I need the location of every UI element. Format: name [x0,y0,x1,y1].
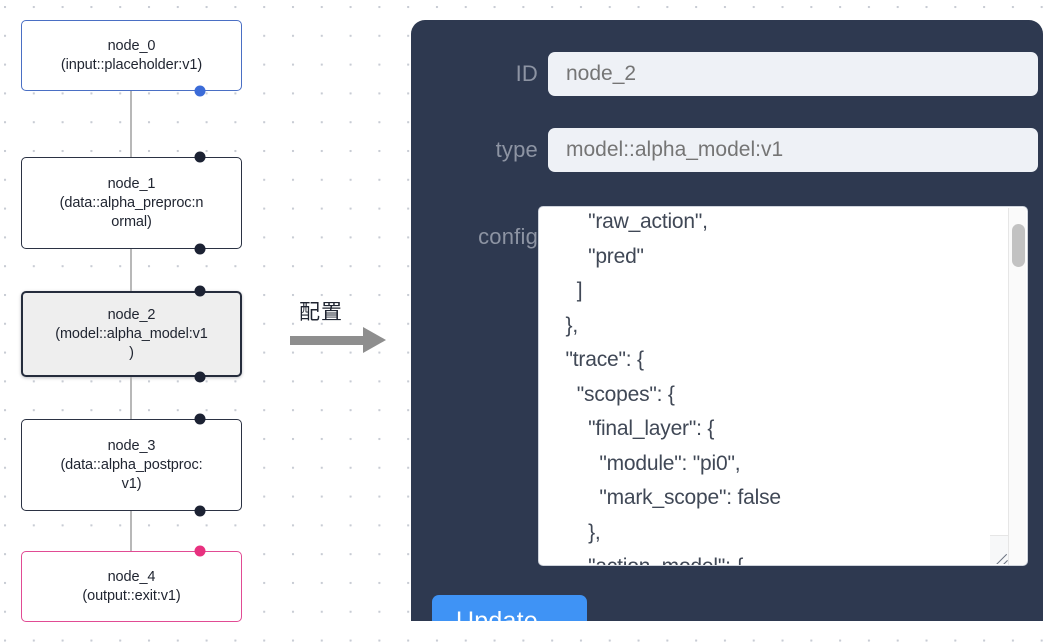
flow-node-subtitle-cont: v1) [121,475,142,492]
arrow-caption-label: 配置 [299,300,343,324]
config-textarea-content: "raw_action", "pred" ] }, "trace": { "sc… [565,210,782,565]
node-inspector-panel-clip: ID type config "raw_action", "pred" ] },… [411,20,1043,621]
flow-node-subtitle: (model::alpha_model:v1 [55,325,208,342]
flow-node-subtitle: (input::placeholder:v1) [60,56,203,73]
node-inspector-panel: ID type config "raw_action", "pred" ] },… [411,20,1043,621]
id-input[interactable] [548,52,1038,96]
flow-node-subtitle: (data::alpha_preproc:n [59,194,204,211]
type-field-label: type [495,137,538,162]
edge-node3-node4 [130,511,132,551]
config-arrow-annotation: 配置 [285,296,395,358]
flow-node-node_4[interactable]: node_4 (output::exit:v1) [21,551,242,622]
edge-node0-node1 [130,91,132,157]
flow-node-node_1[interactable]: node_1 (data::alpha_preproc:n ormal) [21,157,242,249]
flow-node-title: node_2 [107,306,156,323]
node-handle-target-node_1[interactable] [194,151,206,163]
field-row-config: config "raw_action", "pred" ] }, "trace"… [415,206,1028,566]
flow-node-node_3[interactable]: node_3 (data::alpha_postproc: v1) [21,419,242,511]
node-handle-target-node_2[interactable] [194,285,206,297]
edge-node1-node2 [130,249,132,291]
config-field-label: config [478,224,538,249]
edge-node2-node3 [130,377,132,419]
node-handle-target-node_3[interactable] [194,413,206,425]
config-editor-wrap: "raw_action", "pred" ] }, "trace": { "sc… [538,206,1028,566]
flow-node-subtitle-cont: ormal) [111,213,152,230]
flow-node-subtitle: (data::alpha_postproc: [60,456,203,473]
config-textarea[interactable]: "raw_action", "pred" ] }, "trace": { "sc… [538,206,1028,566]
type-input[interactable] [548,128,1038,172]
update-button[interactable]: Update [432,595,587,621]
flow-graph: node_0 (input::placeholder:v1) node_1 (d… [0,0,400,643]
flow-node-subtitle-cont: ) [129,344,134,361]
node-handle-source-node_0[interactable] [194,85,206,97]
field-row-id: ID [474,52,1038,96]
field-row-type: type [451,128,1038,172]
flow-node-node_2[interactable]: node_2 (model::alpha_model:v1 ) [21,291,242,377]
node-handle-source-node_2[interactable] [194,371,206,383]
flow-node-title: node_0 [107,37,156,54]
id-field-label: ID [515,61,538,86]
config-scrollbar-thumb[interactable] [1012,224,1025,267]
node-handle-source-node_1[interactable] [194,243,206,255]
arrow-head-icon [363,327,386,353]
node-handle-target-node_4[interactable] [194,545,206,557]
flow-node-title: node_1 [107,175,156,192]
flow-node-node_0[interactable]: node_0 (input::placeholder:v1) [21,20,242,91]
config-scrollbar-track[interactable] [1008,208,1026,565]
arrow-shaft [290,336,366,345]
flow-node-title: node_4 [107,568,156,585]
node-handle-source-node_3[interactable] [194,505,206,517]
flow-node-subtitle: (output::exit:v1) [82,587,181,604]
resize-handle-icon[interactable] [991,546,1009,564]
flow-node-title: node_3 [107,437,156,454]
